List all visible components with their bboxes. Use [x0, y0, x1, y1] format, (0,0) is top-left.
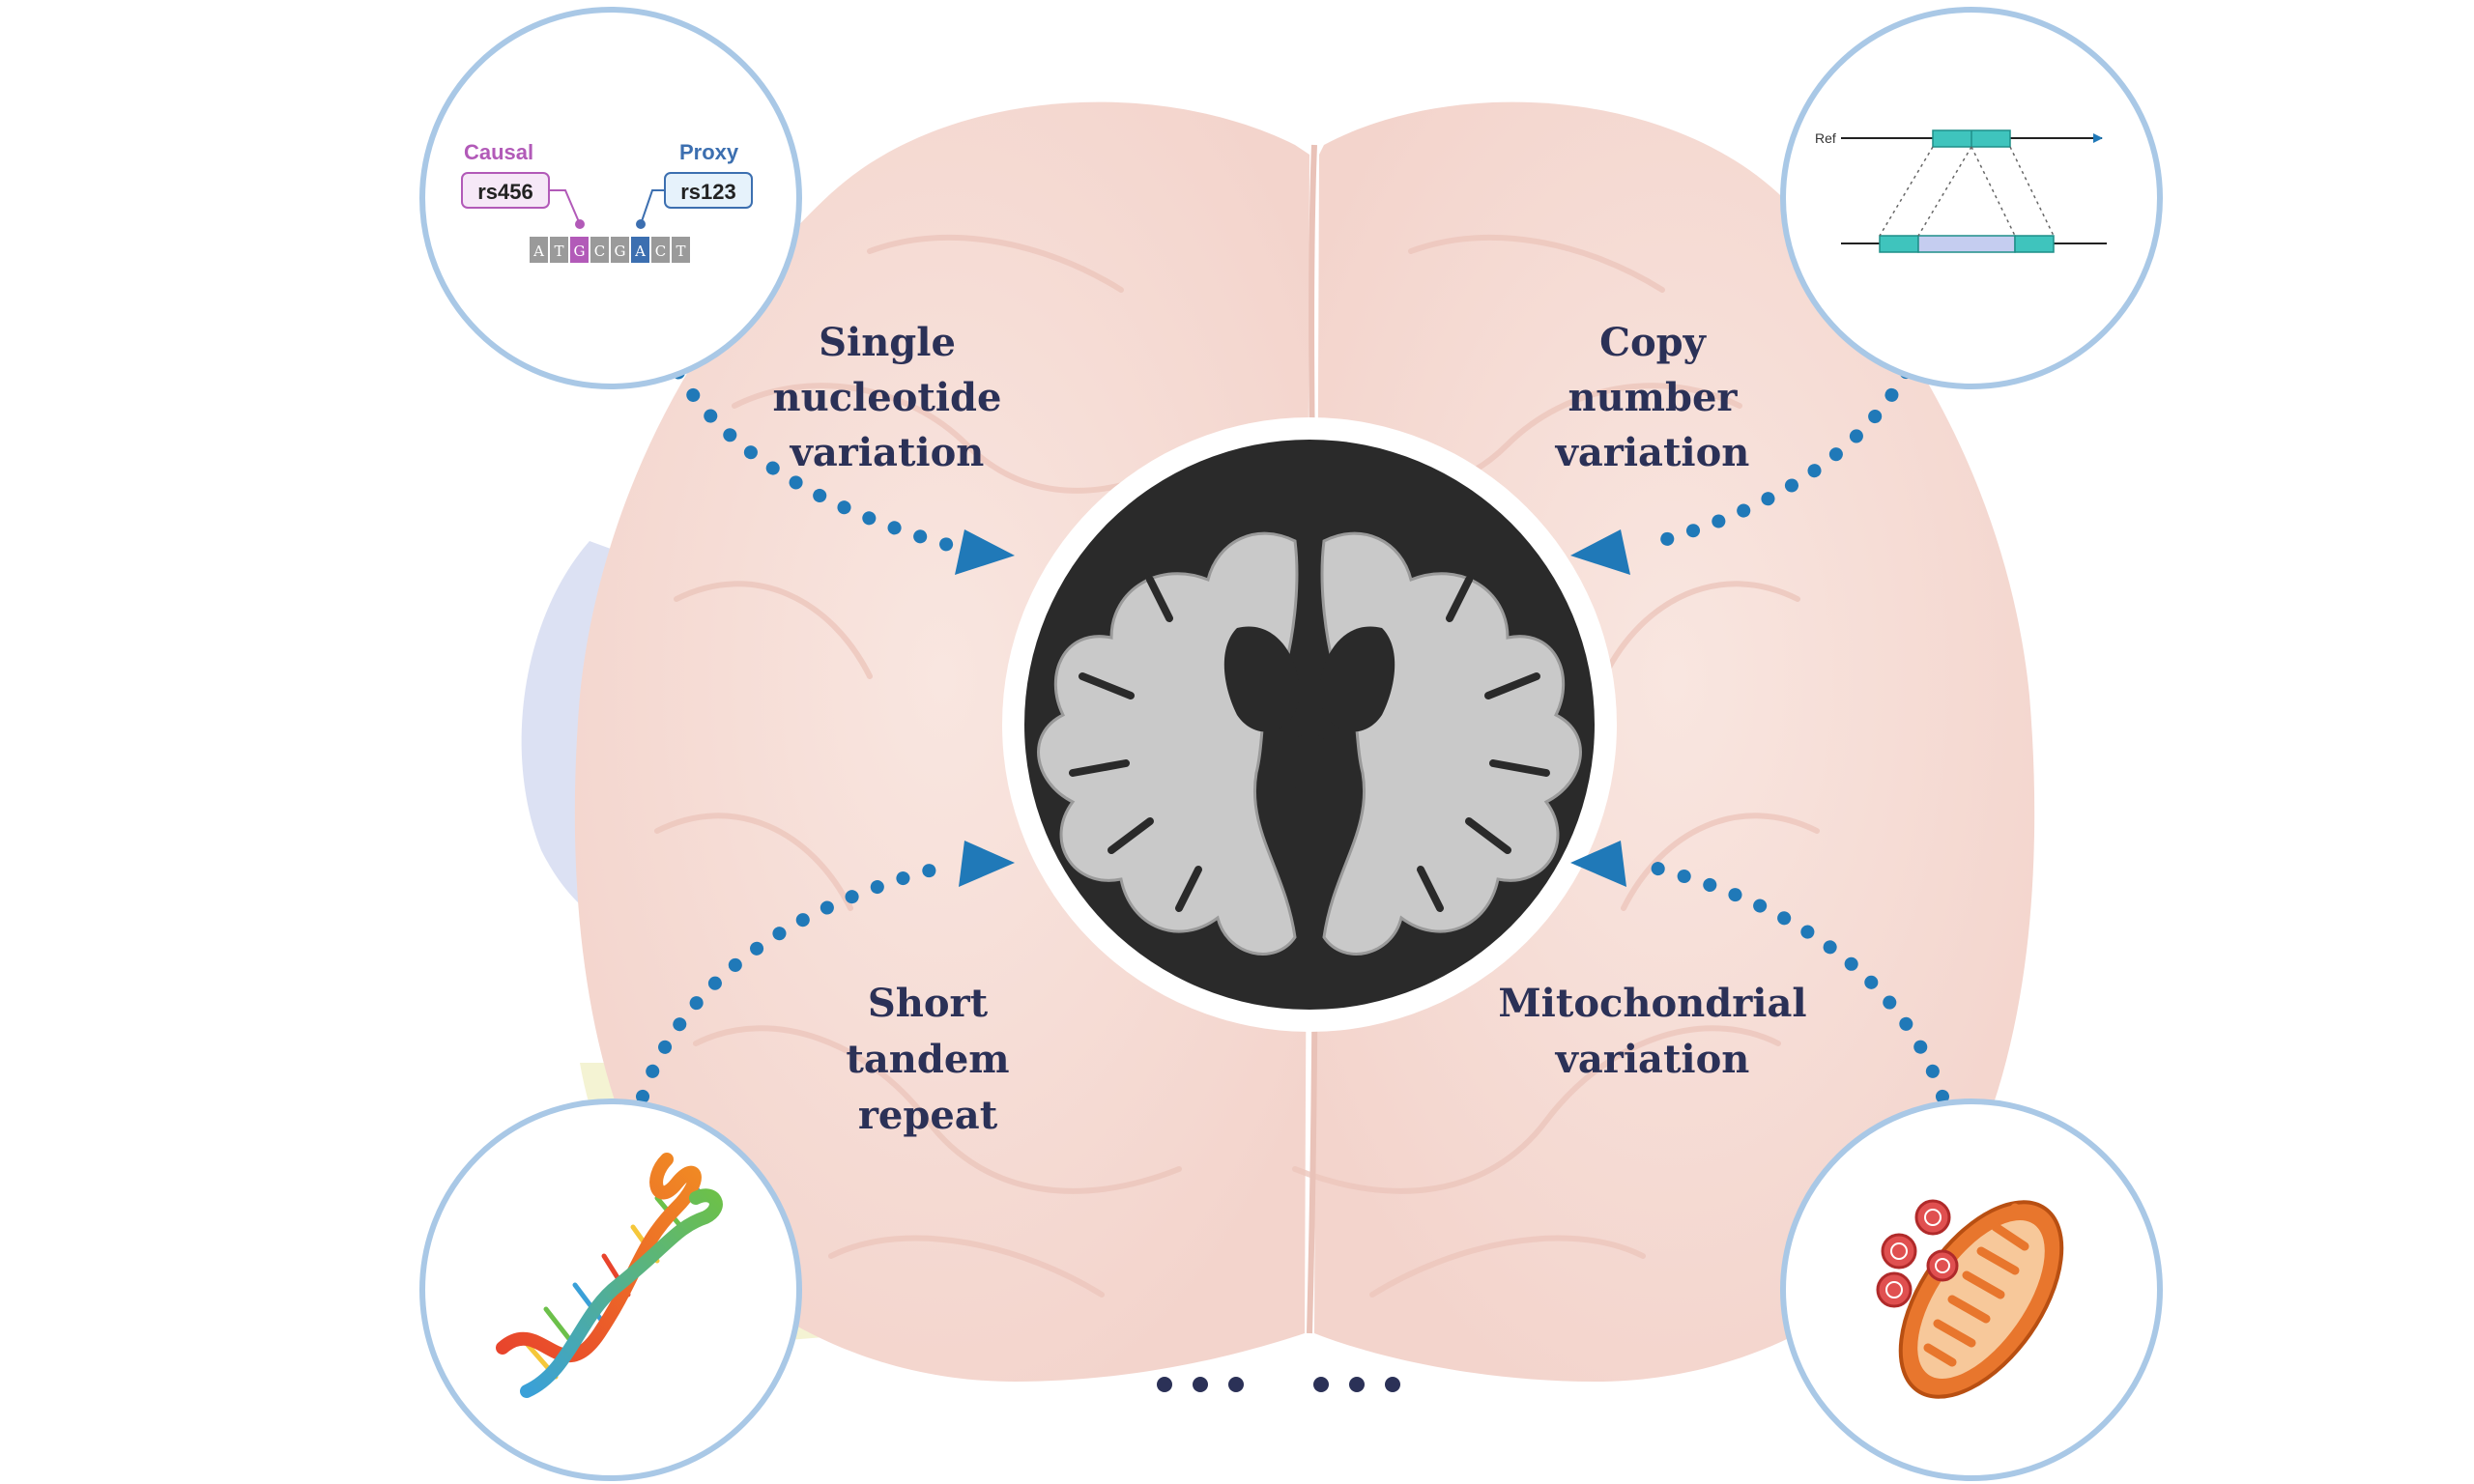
- label-str-line2: tandem: [846, 1037, 1009, 1082]
- sequence-base-letter: T: [676, 243, 685, 260]
- duplication-segment: [1917, 235, 2016, 253]
- label-str: Short tandem repeat: [846, 981, 1009, 1138]
- variant-segment-left: [1879, 235, 1919, 253]
- sequence-base-letter: T: [554, 243, 563, 260]
- label-snv: Single nucleotide variation: [773, 320, 1002, 475]
- sequence-base-tile: [570, 237, 589, 263]
- sequence-base-letter: C: [655, 243, 666, 260]
- variant-segment-right: [2014, 235, 2055, 253]
- arrow-head-str: [959, 841, 1015, 887]
- sequence-base-tile: [590, 237, 609, 263]
- label-snv-line3: variation: [790, 430, 985, 475]
- sequence-base-tile: [530, 237, 548, 263]
- inset-mito: [1780, 1099, 2163, 1481]
- causal-id: rs456: [477, 180, 533, 204]
- sequence-base-letter: C: [594, 243, 605, 260]
- arrow-heads: [955, 529, 1630, 887]
- sequence-base-tile: [550, 237, 568, 263]
- label-mito: Mitochondrial variation: [1498, 981, 1806, 1082]
- ellipsis-dots: [1157, 1377, 1400, 1392]
- label-snv-line2: nucleotide: [773, 375, 1002, 420]
- arrow-head-cnv: [1570, 529, 1630, 575]
- label-mito-line2: variation: [1555, 1037, 1750, 1082]
- proxy-label: Proxy: [679, 140, 739, 164]
- sequence-base-tile: [651, 237, 670, 263]
- label-cnv-line2: number: [1568, 375, 1739, 420]
- sequence-base-letter: G: [615, 243, 626, 260]
- dna-double-helix-icon: [496, 1153, 723, 1398]
- inset-str: [419, 1099, 802, 1481]
- sequence-base-tile: [611, 237, 629, 263]
- brain-background: [521, 101, 2035, 1382]
- arrow-head-mito: [1570, 841, 1626, 887]
- arrow-head-snv: [955, 529, 1015, 575]
- mitochondrion-icon: [1876, 1199, 2064, 1399]
- label-mito-line1: Mitochondrial: [1498, 981, 1806, 1026]
- label-cnv-line1: Copy: [1599, 320, 1707, 365]
- causal-label: Causal: [464, 140, 533, 164]
- label-str-line3: repeat: [858, 1093, 998, 1138]
- proxy-id: rs123: [680, 180, 736, 204]
- dotted-arrows: [636, 341, 1949, 1103]
- label-str-line1: Short: [868, 981, 989, 1026]
- sequence-base-letter: A: [634, 243, 646, 260]
- sequence-base-tile: [631, 237, 649, 263]
- sequence-base-tile: [672, 237, 690, 263]
- label-cnv: Copy number variation: [1555, 320, 1750, 475]
- ref-label: Ref: [1815, 130, 1836, 146]
- arrow-snv: [660, 341, 959, 553]
- label-snv-line1: Single: [819, 320, 956, 365]
- sequence-base-letter: A: [532, 243, 544, 260]
- center-brain-section: [1002, 417, 1617, 1032]
- arrow-mito: [1636, 858, 1949, 1103]
- inset-cnv: Ref: [1780, 7, 2163, 389]
- sequence-base-letter: G: [574, 243, 586, 260]
- label-cnv-line3: variation: [1555, 430, 1750, 475]
